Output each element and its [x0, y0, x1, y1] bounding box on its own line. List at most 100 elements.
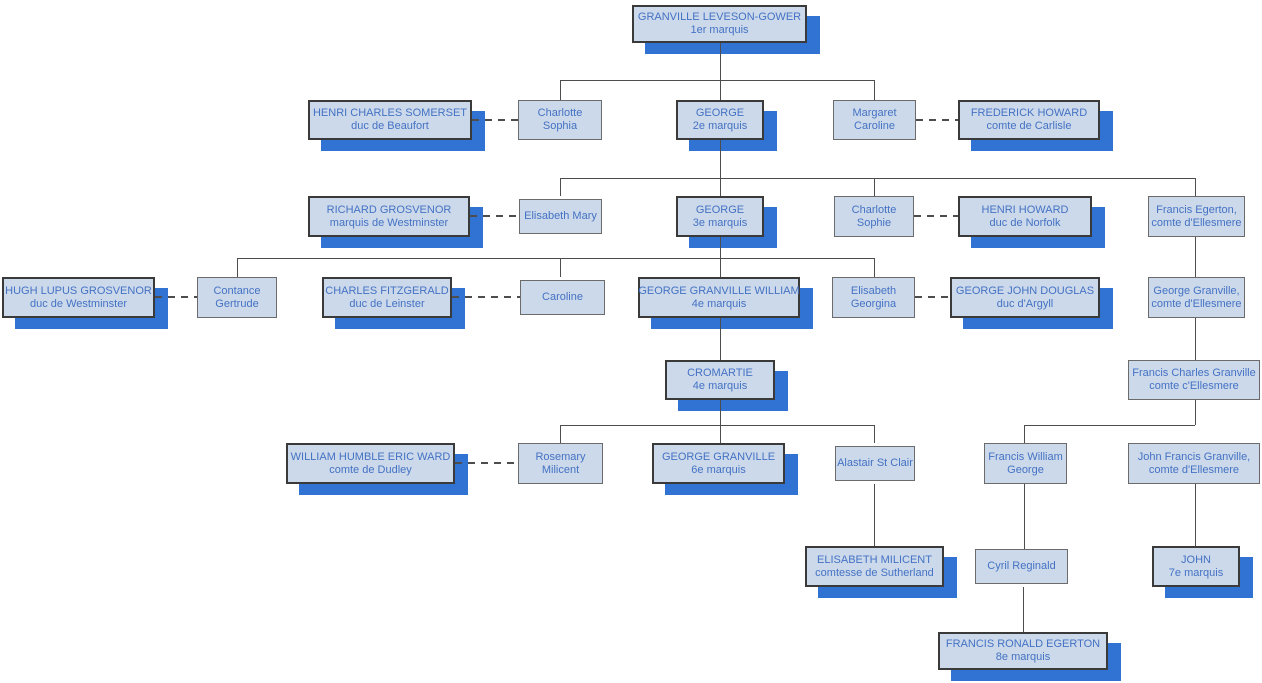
- descent-connector-line: [1023, 587, 1024, 632]
- person-name: Alastair St Clair: [837, 457, 913, 469]
- person-name: CHARLES FITZGERALD: [325, 284, 449, 297]
- person-name: Charlotte: [537, 107, 583, 119]
- marriage-dashed-line: [915, 296, 950, 298]
- descent-connector-line: [560, 258, 561, 277]
- descent-connector-line: [720, 237, 721, 277]
- person-box-cyril-reginald[interactable]: Cyril Reginald: [975, 549, 1068, 584]
- person-name: GEORGE GRANVILLE WILLIAM: [638, 284, 800, 297]
- person-name: Caroline: [542, 291, 583, 303]
- person-title: 3e marquis: [692, 216, 748, 229]
- person-title: 4e marquis: [691, 297, 747, 310]
- descent-connector-line: [560, 425, 561, 443]
- person-box-george-granville-ellesmere[interactable]: George Granville,comte d'Ellesmere: [1148, 277, 1245, 318]
- person-box-caroline[interactable]: Caroline: [520, 280, 605, 315]
- person-title: Georgina: [850, 297, 897, 310]
- person-name: RICHARD GROSVENOR: [326, 203, 452, 216]
- person-name: ELISABETH MILICENT: [817, 553, 932, 566]
- person-name: Elisabeth Mary: [524, 210, 597, 222]
- descent-connector-line: [720, 43, 721, 100]
- person-name: HENRI HOWARD: [981, 203, 1069, 216]
- person-title: 1er marquis: [690, 24, 749, 36]
- person-title: 7e marquis: [1168, 566, 1224, 579]
- descent-connector-line: [874, 80, 875, 100]
- person-title: Sophie: [856, 216, 892, 229]
- marriage-dashed-line: [916, 119, 958, 121]
- person-name: Elisabeth: [850, 284, 897, 297]
- descent-connector-line: [1024, 484, 1025, 549]
- descent-connector-line: [720, 400, 721, 443]
- descent-connector-line: [874, 484, 875, 546]
- descent-connector-line: [874, 258, 875, 277]
- descent-connector-line: [560, 80, 874, 81]
- person-name: JOHN: [1181, 553, 1211, 566]
- person-box-alastair-st-clair[interactable]: Alastair St Clair: [835, 446, 915, 481]
- descent-connector-line: [720, 318, 721, 360]
- person-box-elisabeth-mary[interactable]: Elisabeth Mary: [519, 199, 602, 234]
- person-title: duc d'Argyll: [996, 297, 1054, 310]
- person-name: Contance: [213, 284, 261, 297]
- person-name: GEORGE: [695, 203, 745, 216]
- person-title: Sophia: [542, 120, 578, 132]
- person-title: 8e marquis: [995, 651, 1051, 663]
- person-name: CROMARTIE: [687, 367, 753, 379]
- person-title: duc de Westminster: [29, 297, 127, 310]
- person-name: GRANVILLE LEVESON-GOWER: [637, 11, 802, 23]
- person-title: comte d'Ellesmere: [1151, 216, 1242, 229]
- person-name: George Granville,: [1153, 284, 1240, 297]
- person-name: GEORGE JOHN DOUGLAS: [955, 284, 1095, 297]
- person-title: 4e marquis: [692, 380, 748, 392]
- descent-connector-line: [874, 178, 875, 196]
- descent-connector-line: [560, 178, 561, 196]
- person-name: HUGH LUPUS GROSVENOR: [5, 284, 152, 297]
- person-name: Francis William: [988, 450, 1063, 463]
- person-name: John Francis Granville,: [1137, 450, 1251, 463]
- marriage-dashed-line: [155, 296, 197, 298]
- descent-connector-line: [1195, 484, 1196, 546]
- descent-connector-line: [237, 258, 238, 277]
- descent-connector-line: [874, 425, 875, 443]
- person-title: duc de Norfolk: [989, 216, 1061, 229]
- person-title: Milicent: [541, 463, 580, 476]
- person-title: comte c'Ellesmere: [1149, 380, 1239, 392]
- person-title: Gertrude: [215, 297, 259, 310]
- descent-connector-line: [1195, 178, 1196, 196]
- person-title: marquis de Westminster: [329, 216, 449, 229]
- person-title: duc de Leinster: [349, 297, 425, 310]
- person-title: comte d'Ellesmere: [1151, 297, 1242, 310]
- person-title: 6e marquis: [691, 463, 746, 476]
- person-box-john-francis-granville[interactable]: John Francis Granville,comte d'Ellesmere: [1128, 443, 1260, 484]
- person-name: GEORGE GRANVILLE: [661, 450, 776, 463]
- person-name: FRANCIS RONALD EGERTON: [945, 638, 1101, 650]
- person-name: HENRI CHARLES SOMERSET: [312, 107, 468, 119]
- person-title: George: [1007, 463, 1044, 476]
- marriage-dashed-line: [472, 119, 518, 121]
- person-box-francis-egerton[interactable]: Francis Egerton,comte d'Ellesmere: [1148, 196, 1245, 237]
- person-name: Charlotte: [851, 203, 897, 216]
- marriage-dashed-line: [914, 215, 958, 217]
